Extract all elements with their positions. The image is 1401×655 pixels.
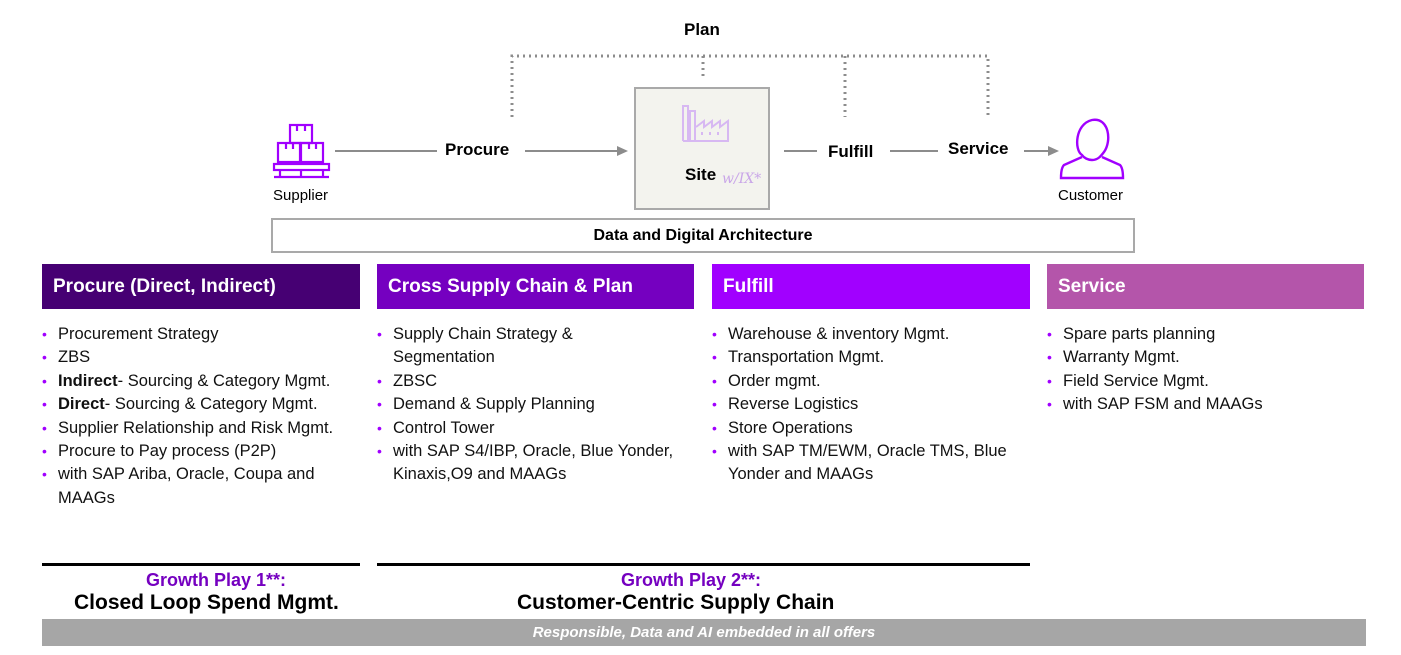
growth-play-1-title: Growth Play 1**: (146, 570, 287, 590)
list-item: Procure to Pay process (P2P) (42, 440, 360, 464)
factory-icon (682, 105, 729, 142)
growth-play-1-rule (42, 563, 360, 566)
arrow-head-site (617, 146, 628, 156)
list-item: Direct- Sourcing & Category Mgmt. (42, 393, 360, 417)
boxes-icon (272, 123, 331, 179)
list-item: Supplier Relationship and Risk Mgmt. (42, 417, 360, 441)
footer-banner: Responsible, Data and AI embedded in all… (42, 619, 1366, 646)
col-title-procure: Procure (Direct, Indirect) (53, 275, 276, 297)
list-service: Spare parts planning Warranty Mgmt. Fiel… (1047, 323, 1364, 417)
plan-bracket (510, 54, 990, 117)
fulfill-label: Fulfill (828, 142, 874, 161)
person-icon (1059, 118, 1125, 180)
procure-label: Procure (445, 140, 510, 159)
site-label: Site (685, 165, 717, 184)
list-item: Supply Chain Strategy & Segmentation (377, 323, 677, 370)
customer-label: Customer (1058, 187, 1124, 204)
list-item: with SAP TM/EWM, Oracle TMS, Blue Yonder… (712, 440, 1012, 487)
list-item: Order mgmt. (712, 370, 1012, 394)
list-cross-supply: Supply Chain Strategy & Segmentation ZBS… (377, 323, 677, 487)
list-item: Store Operations (712, 417, 1012, 441)
list-item: Spare parts planning (1047, 323, 1364, 347)
list-item: with SAP Ariba, Oracle, Coupa and MAAGs (42, 463, 360, 510)
list-item: Warehouse & inventory Mgmt. (712, 323, 1012, 347)
footer-text: Responsible, Data and AI embedded in all… (532, 624, 876, 641)
col-head-service: Service (1047, 264, 1364, 309)
col-title-service: Service (1058, 275, 1126, 297)
list-fulfill: Warehouse & inventory Mgmt. Transportati… (712, 323, 1012, 487)
list-item: Field Service Mgmt. (1047, 370, 1364, 394)
growth-play-2-rule (377, 563, 1030, 566)
growth-play-1-name: Closed Loop Spend Mgmt. (74, 591, 339, 614)
architecture-box: Data and Digital Architecture (271, 218, 1135, 253)
col-title-cross-supply: Cross Supply Chain & Plan (388, 275, 633, 297)
col-head-cross-supply: Cross Supply Chain & Plan (377, 264, 694, 309)
architecture-label: Data and Digital Architecture (593, 226, 813, 244)
list-item: Reverse Logistics (712, 393, 1012, 417)
list-item: Warranty Mgmt. (1047, 346, 1364, 370)
list-item: Demand & Supply Planning (377, 393, 677, 417)
growth-play-2-name: Customer-Centric Supply Chain (517, 591, 835, 614)
list-item: Indirect- Sourcing & Category Mgmt. (42, 370, 360, 394)
supplier-label: Supplier (273, 187, 329, 204)
site-box (634, 87, 770, 210)
list-procure: Procurement Strategy ZBS Indirect- Sourc… (42, 323, 360, 510)
plan-label: Plan (684, 20, 720, 39)
list-item: ZBSC (377, 370, 677, 394)
site-sub-label: w/IX* (722, 171, 762, 187)
list-item: Transportation Mgmt. (712, 346, 1012, 370)
col-title-fulfill: Fulfill (723, 275, 774, 297)
list-item: Procurement Strategy (42, 323, 360, 347)
service-label: Service (948, 139, 1009, 158)
list-item: Control Tower (377, 417, 677, 441)
arrow-head-customer (1048, 146, 1059, 156)
growth-play-2-title: Growth Play 2**: (621, 570, 762, 590)
flow-diagram (272, 54, 1125, 180)
list-item: with SAP S4/IBP, Oracle, Blue Yonder, Ki… (377, 440, 677, 487)
list-item: with SAP FSM and MAAGs (1047, 393, 1364, 417)
list-item: ZBS (42, 346, 360, 370)
col-head-fulfill: Fulfill (712, 264, 1030, 309)
col-head-procure: Procure (Direct, Indirect) (42, 264, 360, 309)
